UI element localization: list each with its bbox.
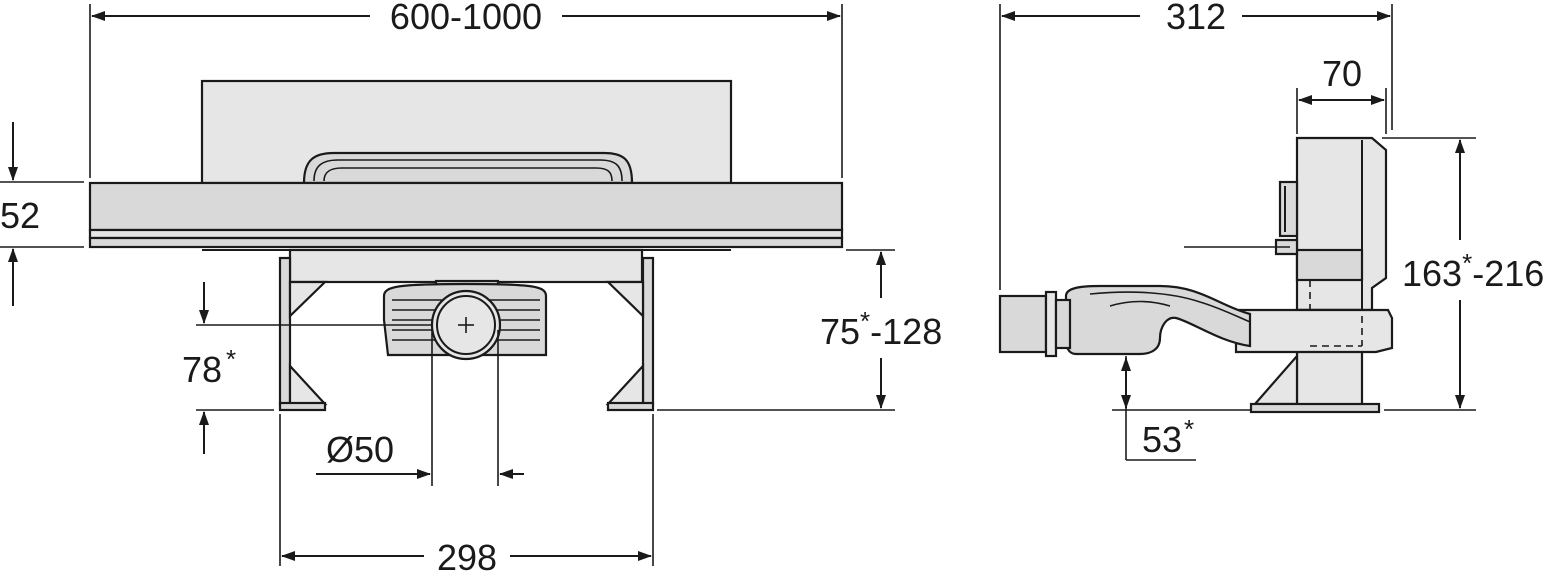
side-curved-pipe bbox=[1064, 284, 1252, 356]
front-dimensions: 600-1000 52 75*-128 78* Ø50 298 bbox=[0, 0, 942, 574]
front-foot-right bbox=[606, 401, 655, 412]
dim-front-height-range: 75*-128 bbox=[820, 306, 942, 352]
side-trap bbox=[1234, 308, 1394, 354]
dim-side-depth: 312 bbox=[1166, 0, 1226, 37]
side-outlet-spigot bbox=[998, 294, 1048, 354]
side-bracket bbox=[1278, 180, 1299, 238]
side-base bbox=[1249, 402, 1381, 414]
dim-side-height-range: 163*-216 bbox=[1402, 248, 1544, 294]
side-dimensions: 312 70 163*-216 53* bbox=[999, 0, 1544, 461]
side-view bbox=[998, 136, 1394, 414]
dim-side-wall-depth: 70 bbox=[1322, 53, 1362, 94]
front-channel-body bbox=[88, 181, 844, 232]
dim-outlet-height: 78* bbox=[182, 344, 236, 390]
front-view bbox=[88, 79, 844, 412]
front-foot-left bbox=[278, 401, 327, 412]
dim-foot-spacing: 298 bbox=[437, 537, 497, 574]
dim-front-width: 600-1000 bbox=[390, 0, 542, 37]
front-leg-right bbox=[641, 256, 655, 406]
front-support-frame bbox=[288, 248, 644, 284]
dim-front-height-52: 52 bbox=[0, 195, 40, 236]
dim-pipe-diameter: Ø50 bbox=[326, 429, 394, 470]
front-leg-left bbox=[278, 256, 292, 406]
dim-side-foot-height: 53* bbox=[1142, 414, 1194, 460]
